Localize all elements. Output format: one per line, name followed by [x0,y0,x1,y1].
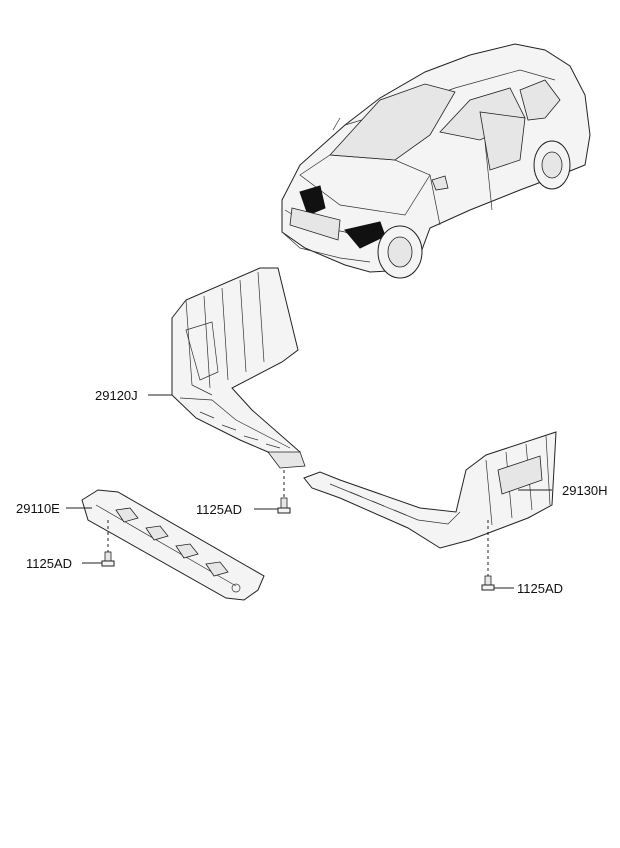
label-29120J: 29120J [95,388,138,403]
label-bolt-left: 1125AD [26,556,72,571]
label-bolt-center: 1125AD [196,502,242,517]
label-bolt-right: 1125AD [517,581,563,596]
bolt-center [277,470,291,514]
bolt-left [101,520,115,567]
label-29130H: 29130H [562,483,608,498]
under-cover-29120J [171,267,306,469]
label-29110E: 29110E [16,501,60,516]
car-illustration [281,43,591,279]
under-cover-29110E [81,489,265,601]
under-cover-29130H [303,431,557,549]
